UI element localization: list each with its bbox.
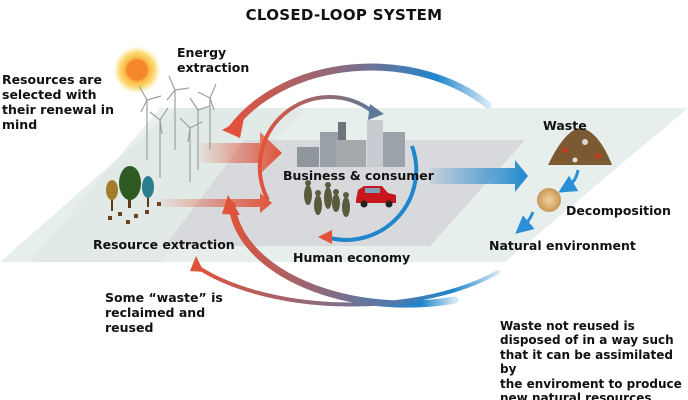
reuse-arc: [228, 201, 459, 308]
economy-loop-top-arrowhead: [368, 104, 384, 120]
sun-icon: [113, 46, 161, 94]
diagram-title: CLOSED-LOOP SYSTEM: [245, 6, 443, 24]
top-arc-arrowhead: [222, 118, 244, 138]
people-icon: [304, 180, 350, 217]
decomposition-icon: [537, 188, 561, 212]
trees-icon: [106, 166, 161, 224]
economy-loop-bottom-arrowhead: [318, 230, 332, 244]
economy-loop-right: [329, 145, 419, 242]
waste-output-arrow: [430, 160, 528, 192]
city-buildings-icon: [297, 120, 405, 167]
wind-turbines-icon: [138, 75, 217, 182]
resources-selected-label: Resources are selected with their renewa…: [2, 72, 114, 132]
waste-not-reused-label: Waste not reused is disposed of in a way…: [500, 319, 682, 400]
resource-input-arrow: [155, 193, 272, 213]
energy-extraction-label: Energy extraction: [177, 45, 250, 75]
waste-pile-icon: [548, 128, 612, 165]
economy-loop-top: [257, 95, 375, 201]
decomposition-label: Decomposition: [566, 203, 671, 218]
business-consumer-label: Business & consumer: [283, 168, 434, 183]
car-icon: [356, 186, 396, 208]
human-economy-label: Human economy: [293, 250, 411, 265]
some-waste-reclaimed-label: Some “waste” is reclaimed and reused: [105, 290, 223, 335]
natural-environment-label: Natural environment: [489, 238, 636, 253]
decomposition-to-environment-arrow: [515, 211, 535, 234]
reclaim-arc: [194, 264, 500, 307]
waste-label: Waste: [543, 118, 587, 133]
reclaim-arc-arrowhead: [190, 256, 204, 272]
resource-extraction-label: Resource extraction: [93, 237, 235, 252]
energy-input-arrow: [195, 132, 282, 174]
top-cycle-arc: [228, 63, 492, 132]
waste-to-decomposition-arrow: [558, 169, 580, 193]
